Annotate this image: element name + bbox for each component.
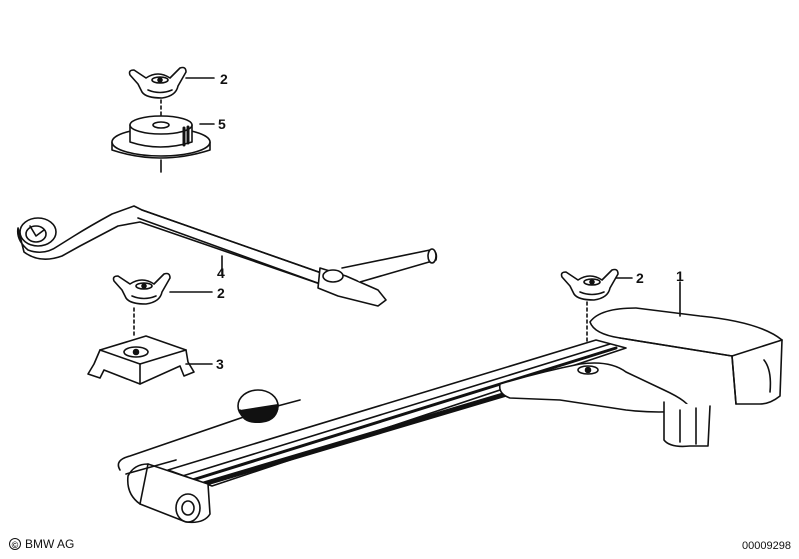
wing-nut-top (128, 66, 187, 99)
callout-2-middle: 2 (217, 285, 225, 301)
wheel-wrench (16, 205, 438, 307)
callout-3: 3 (216, 356, 224, 372)
wing-nut-right (560, 268, 619, 301)
callout-2-top: 2 (220, 71, 228, 87)
brand-name: BMW AG (25, 537, 75, 551)
copyright-notice: © BMW AG (9, 537, 74, 551)
callout-1: 1 (676, 268, 684, 284)
clip-nut (87, 335, 195, 385)
jack-bracket (117, 307, 783, 524)
callout-2-right: 2 (636, 270, 644, 286)
copyright-icon: © (9, 538, 21, 550)
callout-5: 5 (218, 116, 226, 132)
image-number: 00009298 (742, 540, 791, 552)
rubber-washer (111, 115, 211, 159)
wing-nut-middle (112, 272, 171, 305)
callout-4: 4 (217, 265, 225, 281)
